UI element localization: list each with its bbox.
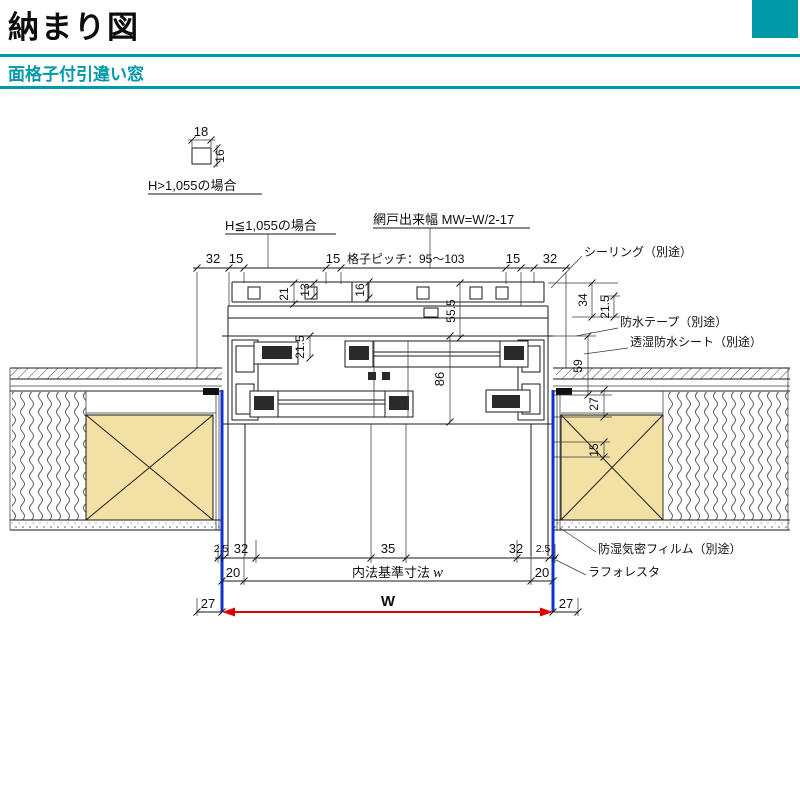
dim-86: 86 — [432, 372, 447, 386]
dim-bot-2-5-left: 2.5 — [214, 543, 229, 555]
note-case-le: H≦1,055の場合 — [225, 218, 317, 233]
dim-top-32-right: 32 — [543, 251, 557, 266]
divider-top — [0, 54, 800, 57]
top-notes: H≦1,055の場合 網戸出来幅 MW=W/2-17 — [225, 212, 530, 268]
dim-bot-35: 35 — [381, 541, 395, 556]
callout-sealing: シーリング（別途） — [584, 244, 692, 259]
note-screen-width: 網戸出来幅 MW=W/2-17 — [373, 212, 514, 227]
bottom-dimension-rows: 2.5 32 35 32 2.5 20 内法基準寸法 w 20 27 W — [193, 424, 582, 617]
grille-post — [351, 281, 369, 303]
fastener-right — [556, 388, 572, 395]
dim-bot-20-right: 20 — [535, 565, 549, 580]
dim-W: W — [381, 593, 396, 610]
legend-case-label: H>1,055の場合 — [148, 178, 237, 193]
left-wall-section — [9, 367, 222, 531]
fastener-left — [203, 388, 219, 395]
dim-bot-32-left: 32 — [234, 541, 248, 556]
dim-27-right-upper: 27 — [587, 397, 601, 411]
callouts: シーリング（別途） 防水テープ（別途） 透湿防水シート（別途） 防湿気密フィルム… — [550, 244, 762, 579]
grille-bar — [247, 286, 261, 300]
grille-bar — [469, 286, 483, 300]
dim-21-5-right: 21.5 — [598, 295, 612, 319]
dim-16: 16 — [353, 283, 367, 297]
dim-legend-16: 16 — [213, 149, 227, 163]
insulation-right — [665, 392, 788, 520]
page-title: 納まり図 — [8, 10, 140, 45]
right-wall-section — [553, 367, 790, 531]
dim-bot-20-left: 20 — [226, 565, 240, 580]
top-dimension-row: 32 15 15 格子ピッチ：95～103 15 32 — [193, 251, 570, 368]
dim-top-32-left: 32 — [206, 251, 220, 266]
grille-bar-legend: 18 16 H>1,055の場合 — [148, 124, 262, 195]
dim-34: 34 — [576, 293, 590, 307]
callout-waterproof-sheet: 透湿防水シート（別途） — [630, 334, 762, 349]
grille-bar — [495, 286, 509, 300]
dim-top-15-mid: 15 — [326, 251, 340, 266]
dim-top-15-right: 15 — [506, 251, 520, 266]
dim-15-right: 15 — [587, 443, 601, 457]
screen-frame — [423, 307, 439, 318]
dim-21-5-left: 21.5 — [293, 335, 307, 359]
window-type-subtitle: 面格子付引違い窓 — [8, 65, 144, 84]
dim-59: 59 — [571, 359, 585, 373]
dim-bot-27-right: 27 — [559, 596, 573, 611]
label-inner-standard: 内法基準寸法 — [352, 565, 430, 580]
dim-top-15-left: 15 — [229, 251, 243, 266]
callout-moisture-film: 防湿気密フィルム（別途） — [598, 541, 742, 556]
vertical-dimensions: 21 13 16 55.5 21.5 86 34 21.5 59 27 — [277, 278, 620, 461]
label-inner-w: w — [433, 565, 443, 581]
dim-21: 21 — [277, 287, 291, 301]
dim-bot-32-right: 32 — [509, 541, 523, 556]
callout-waterproof-tape: 防水テープ（別途） — [620, 314, 727, 329]
window-frame-section — [222, 281, 553, 556]
dim-bot-27-left: 27 — [201, 596, 215, 611]
dim-legend-18: 18 — [194, 124, 208, 139]
insulation-left — [12, 392, 86, 520]
note-grille-pitch: 格子ピッチ：95～103 — [347, 251, 465, 266]
dim-55-5: 55.5 — [444, 299, 458, 323]
accent-corner-square — [752, 0, 798, 38]
grille-bar — [416, 286, 430, 300]
callout-laforesta: ラフォレスタ — [588, 565, 660, 579]
dim-13: 13 — [298, 283, 312, 297]
divider-bottom — [0, 86, 800, 89]
dim-bot-2-5-right: 2.5 — [536, 543, 551, 555]
